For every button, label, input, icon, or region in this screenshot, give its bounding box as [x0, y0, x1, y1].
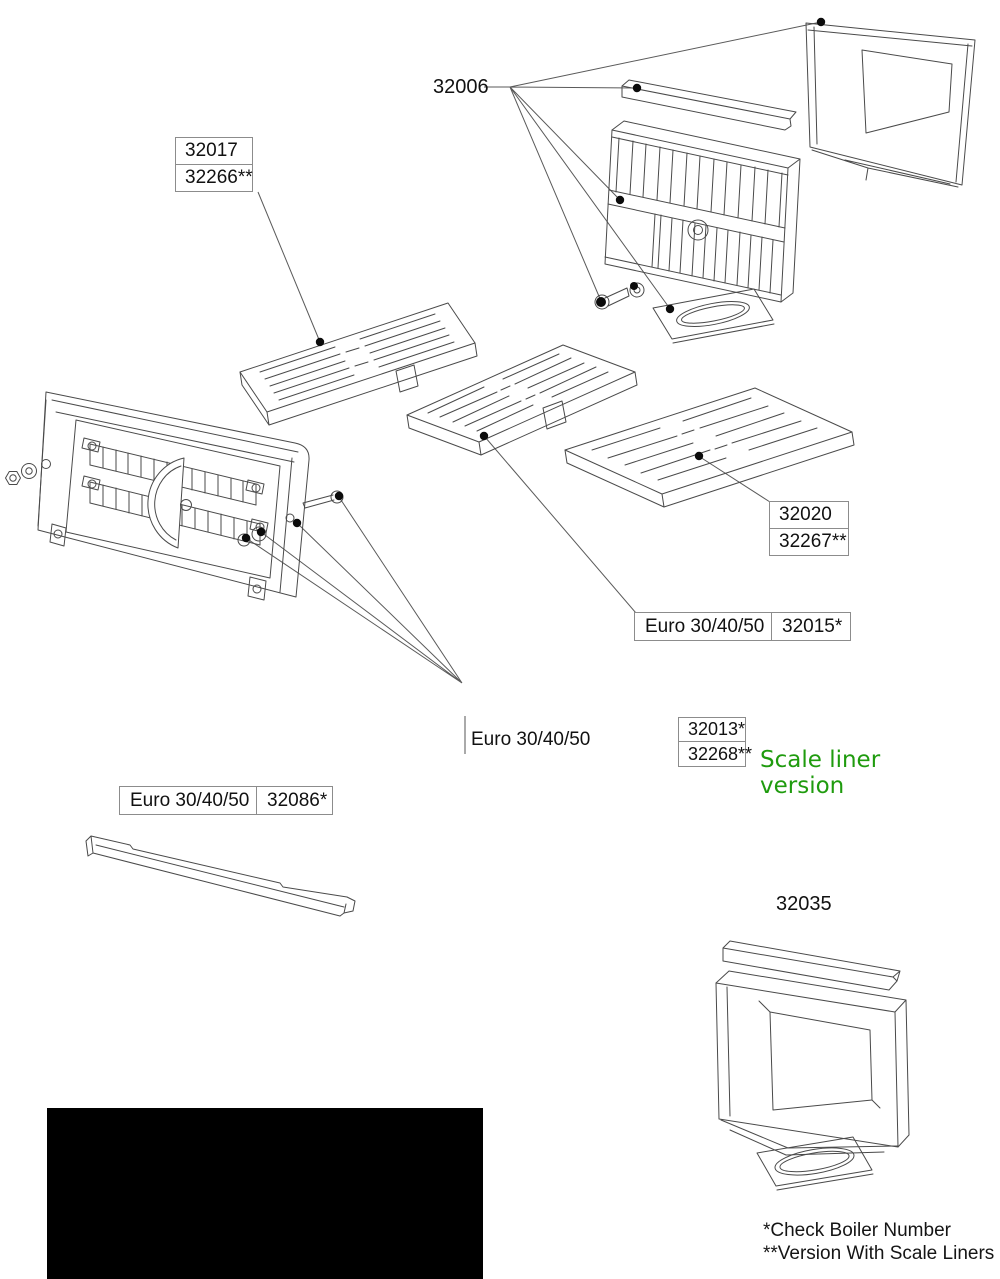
footnote-check-boiler-number: *Check Boiler Number — [763, 1220, 951, 1241]
channel-strip-part — [85, 835, 356, 917]
part-number-variant: 32268** — [679, 741, 752, 766]
leader-dot-markers — [241, 17, 826, 543]
screw-and-washer-part — [594, 282, 645, 310]
part-number: 32086* — [256, 787, 332, 814]
part-label-32035: 32035 — [776, 893, 832, 915]
part-number-variant: 32267** — [770, 528, 848, 555]
nut-washer-part — [5, 459, 51, 485]
footnotes: *Check Boiler Number **Version With Scal… — [763, 1219, 994, 1265]
part-number: 32020 — [779, 504, 832, 525]
part-number: 32017 — [185, 140, 238, 161]
scale-liner-note-line2: version — [760, 773, 845, 799]
baffle-plate-middle — [406, 344, 638, 456]
part-label-box-32013: 32013* 32268** — [678, 717, 752, 767]
oval-base-plate-part — [652, 288, 775, 344]
part-label-32006: 32006 — [433, 76, 489, 98]
part-number: 32015* — [771, 613, 850, 640]
front-panel-assembly — [37, 391, 310, 601]
redacted-area — [47, 1108, 483, 1279]
door-frame-part — [805, 22, 976, 188]
liner-frame-part — [715, 970, 910, 1156]
part-number-variant: 32266** — [176, 164, 253, 191]
model-name: Euro 30/40/50 — [645, 616, 765, 637]
leader-lines — [245, 21, 822, 684]
baffle-plate-right — [564, 387, 855, 508]
finned-grate-part — [604, 120, 801, 303]
model-label-euro: Euro 30/40/50 — [471, 729, 591, 750]
baffle-plate-left — [239, 302, 478, 426]
part-label-box-32017: 32017 32266** — [175, 137, 253, 192]
liner-bar-part — [722, 940, 901, 991]
model-name: Euro 30/40/50 — [130, 790, 250, 811]
footnote-scale-liners-version: **Version With Scale Liners — [763, 1243, 995, 1264]
euro-label-tick — [464, 716, 466, 754]
top-bar-part — [621, 79, 797, 131]
part-label-box-32020: 32020 32267** — [769, 501, 849, 556]
part-label-box-32015: Euro 30/40/50 32015* — [634, 612, 851, 641]
liner-base-plate-part — [756, 1136, 874, 1191]
part-label-box-32086: Euro 30/40/50 32086* — [119, 786, 333, 815]
scale-liner-version-note: Scale liner version — [760, 747, 880, 799]
scale-liner-note-line1: Scale liner — [760, 747, 881, 773]
part-number: 32013* — [688, 719, 746, 739]
